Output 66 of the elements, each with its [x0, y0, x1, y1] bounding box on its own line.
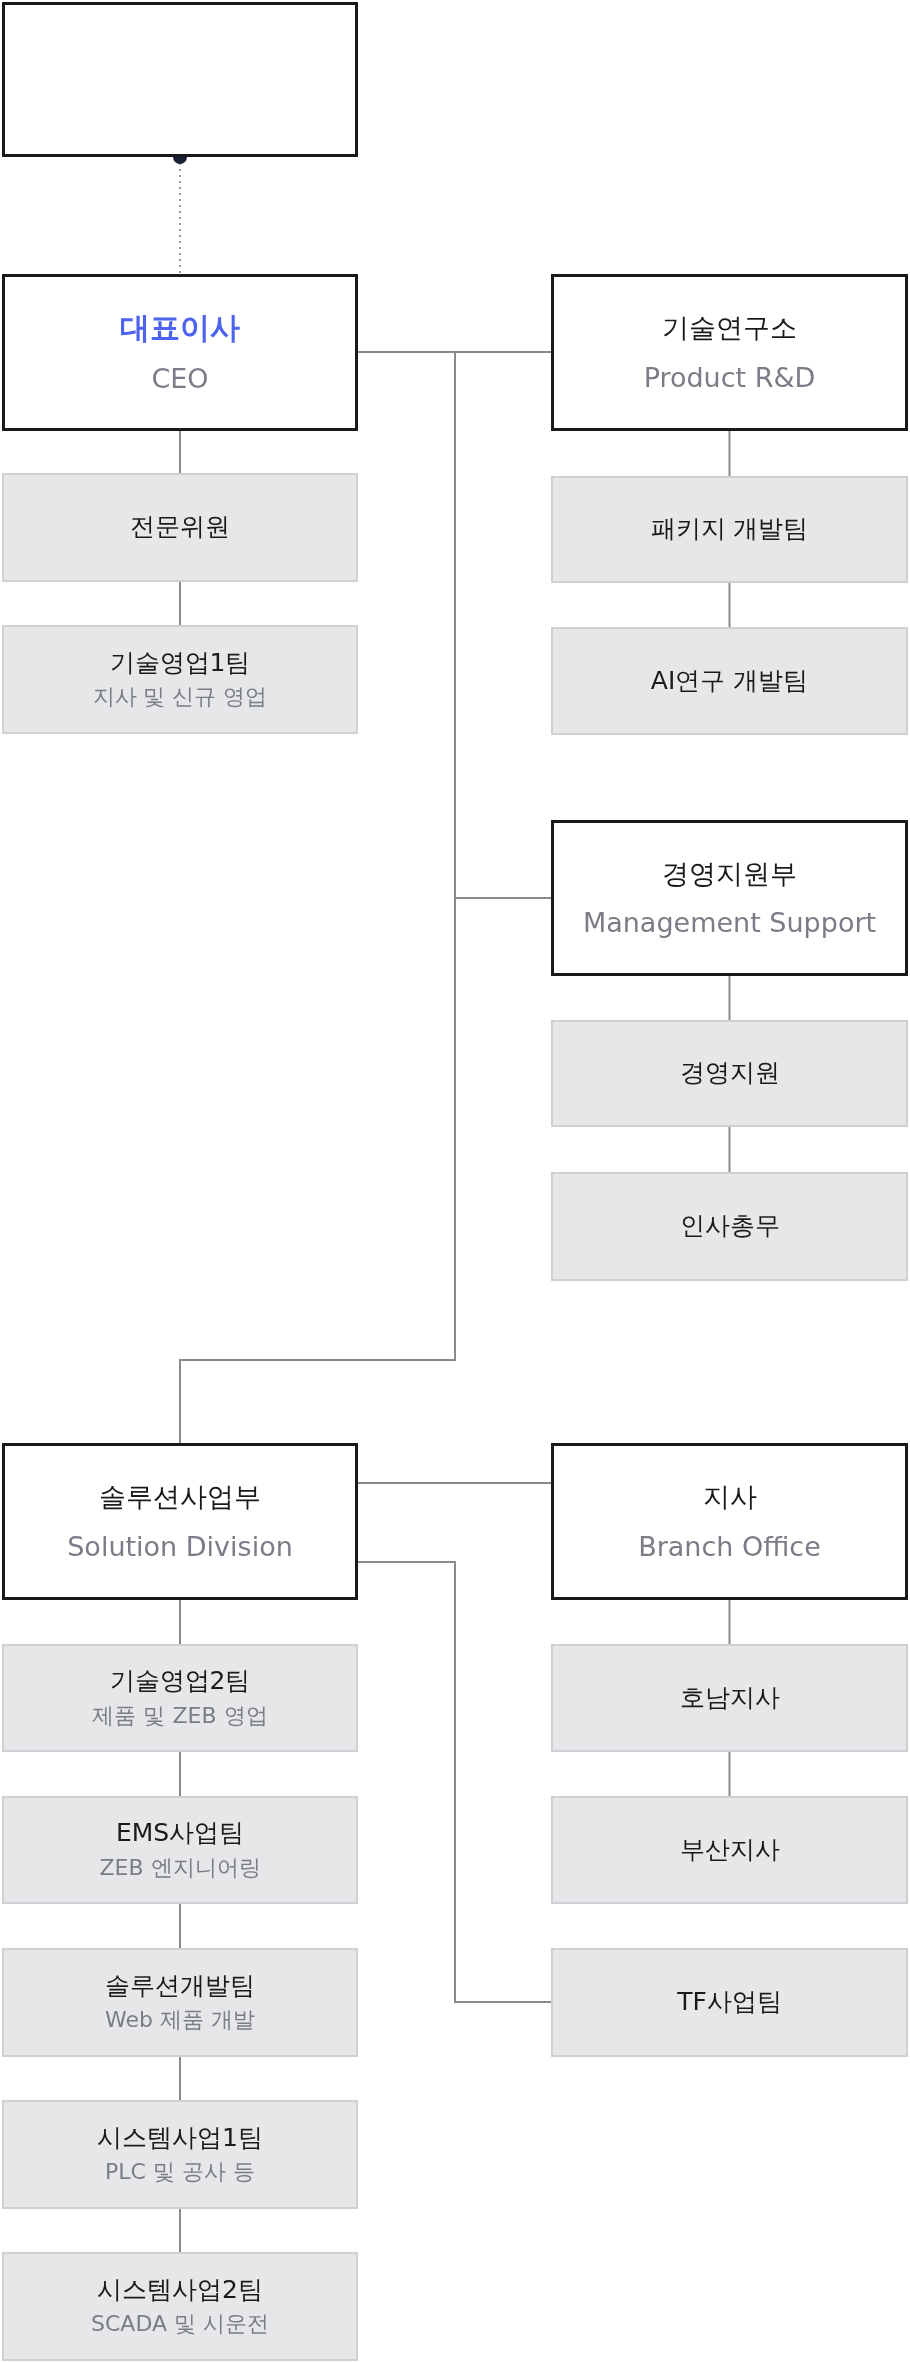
unit-name: 패키지 개발팀 — [650, 513, 809, 546]
connector-line — [728, 430, 731, 477]
connector-line — [179, 430, 181, 474]
connector-line — [728, 582, 731, 628]
connector-line — [357, 1561, 552, 2003]
unit-name: 경영지원부 — [662, 856, 797, 891]
connector-line — [728, 1599, 731, 1645]
connector-line — [179, 1599, 181, 1645]
team-box — [551, 627, 908, 735]
unit-subtitle: PLC 및 공사 등 — [105, 2158, 255, 2187]
team-box — [551, 1020, 908, 1127]
team-box — [551, 1644, 908, 1752]
unit-name: 전문위원 — [130, 511, 230, 544]
connector-line — [728, 1751, 731, 1797]
department-box — [2, 1443, 358, 1600]
unit-subtitle: SCADA 및 시운전 — [91, 2310, 269, 2339]
team-box — [551, 1948, 908, 2057]
department-box — [551, 820, 908, 976]
department-box — [2, 274, 358, 431]
team-box — [551, 1796, 908, 1904]
unit-name: 부산지사 — [679, 1833, 780, 1866]
department-box — [551, 1443, 908, 1600]
team-box — [2, 625, 358, 734]
unit-name: 기술연구소 — [662, 311, 797, 346]
unit-subtitle: Branch Office — [638, 1529, 821, 1564]
unit-name: TF사업팀 — [677, 1986, 782, 2019]
unit-name: AI연구 개발팀 — [650, 664, 809, 697]
unit-name: 호남지사 — [679, 1681, 780, 1714]
team-box — [2, 1948, 358, 2057]
unit-name: 대표이사 — [120, 309, 240, 348]
connector-line — [179, 1903, 181, 1949]
connector-line — [179, 2056, 181, 2101]
team-box — [2, 473, 358, 582]
department-box — [551, 274, 908, 431]
unit-name: 지사 — [702, 1480, 757, 1515]
unit-name: EMS사업팀 — [115, 1817, 245, 1850]
unit-subtitle: Solution Division — [67, 1529, 293, 1564]
unit-name: 인사총무 — [679, 1210, 780, 1243]
unit-name: 시스템사업2팀 — [97, 2273, 263, 2306]
team-box — [2, 1796, 358, 1904]
team-box — [2, 2252, 358, 2361]
unit-name: 솔루션개발팀 — [105, 1969, 255, 2002]
connector-line — [179, 2208, 181, 2253]
unit-name: 솔루션사업부 — [99, 1480, 261, 1515]
connector-line — [357, 1482, 552, 1484]
unit-subtitle: Web 제품 개발 — [105, 2006, 255, 2035]
unit-name: 기술영업2팀 — [109, 1665, 251, 1698]
unit-subtitle: Management Support — [582, 906, 877, 940]
connector-line — [179, 1751, 181, 1797]
unit-subtitle: 제품 및 ZEB 영업 — [92, 1701, 268, 1730]
unit-name: 경영지원 — [679, 1057, 780, 1090]
connector-line — [179, 351, 456, 1444]
unit-name: 기술영업1팀 — [109, 646, 251, 679]
team-box — [551, 476, 908, 583]
connector-line — [728, 1126, 731, 1173]
team-box — [551, 1172, 908, 1281]
team-box — [2, 2100, 358, 2209]
unit-subtitle: Product R&D — [643, 360, 816, 395]
unit-subtitle: 지사 및 신규 영업 — [92, 683, 268, 712]
unit-subtitle: ZEB 엔지니어링 — [99, 1853, 261, 1882]
header-box — [2, 2, 358, 157]
connector-line — [179, 581, 181, 626]
team-box — [2, 1644, 358, 1752]
unit-subtitle: CEO — [151, 362, 209, 397]
unit-name: 시스템사업1팀 — [97, 2121, 263, 2154]
connector-line — [728, 975, 731, 1021]
